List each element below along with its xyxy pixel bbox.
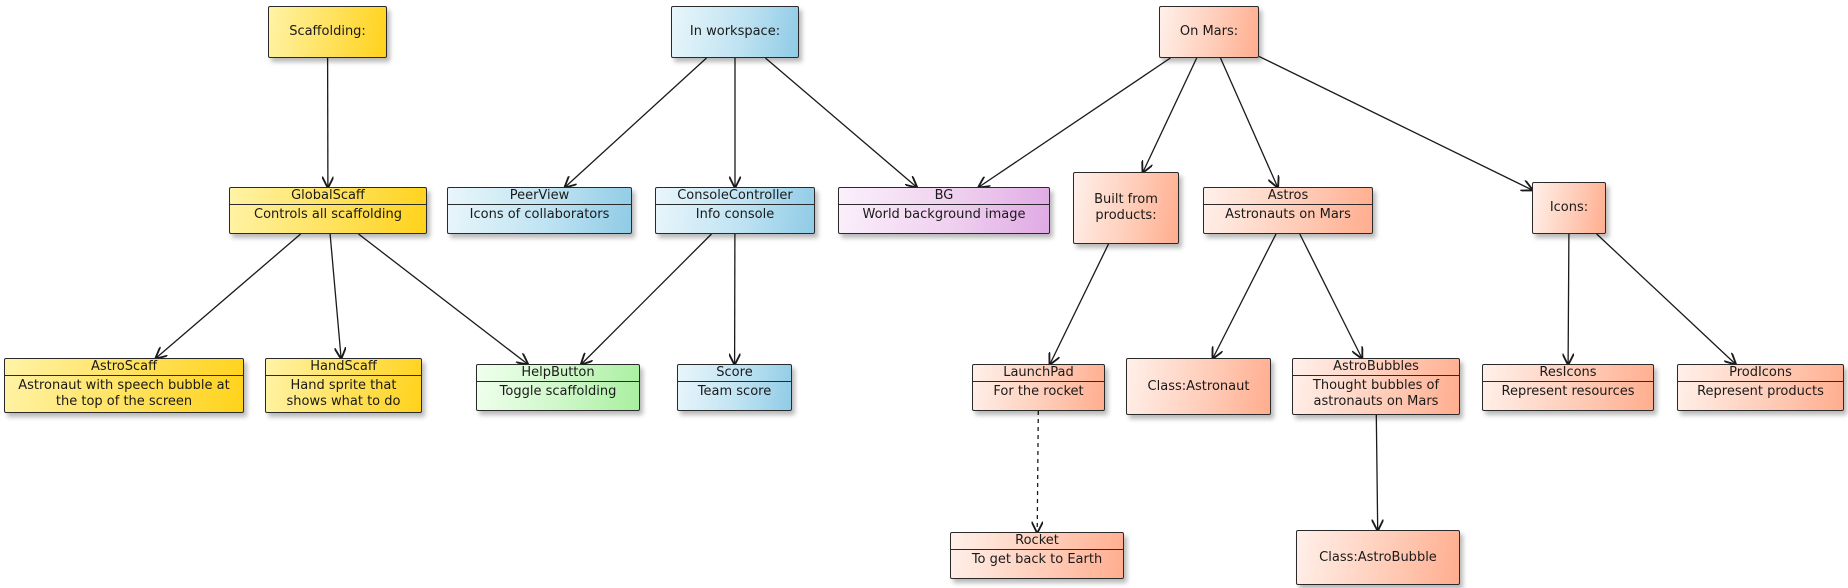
node-builtfrom: Built from products:	[1073, 172, 1179, 244]
edge-workspace-to-peerview	[565, 57, 707, 187]
edge-builtfrom-to-launchpad	[1050, 243, 1110, 364]
node-title: Astros	[1204, 188, 1372, 205]
edge-icons-to-prodicons	[1596, 233, 1736, 364]
node-mars: On Mars:	[1159, 6, 1259, 58]
node-icons: Icons:	[1532, 182, 1606, 234]
node-description: Scaffolding:	[289, 24, 366, 39]
node-description: On Mars:	[1179, 24, 1239, 39]
node-scaffolding: Scaffolding:	[268, 6, 387, 58]
node-description: Controls all scaffolding	[254, 207, 402, 222]
node-title: Score	[678, 365, 791, 382]
node-title: PeerView	[448, 188, 631, 205]
edge-consolecontroller-to-helpbutton	[582, 233, 712, 364]
edge-astrobubbles-to-classastrobubble	[1376, 414, 1377, 530]
node-description: Built from products:	[1094, 192, 1158, 223]
node-bg: BG World background image	[838, 187, 1050, 234]
node-description: Class:Astronaut	[1147, 378, 1250, 394]
node-description: Info console	[695, 207, 775, 222]
edge-globalscaff-to-helpbutton	[358, 233, 528, 364]
node-title: LaunchPad	[973, 365, 1104, 382]
edge-mars-to-builtfrom	[1143, 57, 1198, 172]
node-title: AstroBubbles	[1293, 359, 1459, 376]
node-title: GlobalScaff	[230, 188, 426, 205]
node-description: Team score	[697, 384, 772, 399]
node-title: ResIcons	[1483, 365, 1653, 382]
node-description: Class:AstroBubble	[1319, 549, 1437, 565]
node-description: Toggle scaffolding	[499, 384, 617, 399]
node-title: Rocket	[951, 533, 1123, 550]
node-description: Thought bubbles of astronauts on Mars	[1312, 378, 1440, 409]
edge-icons-to-resicons	[1568, 233, 1569, 364]
node-description: World background image	[862, 207, 1026, 222]
edge-astros-to-astrobubbles	[1299, 233, 1362, 358]
node-description: Represent resources	[1501, 384, 1635, 399]
edge-astros-to-classastronaut	[1213, 233, 1277, 358]
node-title: BG	[839, 188, 1049, 205]
node-description: Icons of collaborators	[469, 207, 610, 222]
node-description: Represent products	[1697, 384, 1824, 399]
edge-workspace-to-bg	[764, 57, 916, 187]
node-title: HandScaff	[266, 359, 421, 376]
node-description: Hand sprite that shows what to do	[286, 378, 401, 409]
edge-globalscaff-to-astroscaff	[156, 233, 302, 358]
edge-launchpad-to-rocket	[1037, 410, 1038, 532]
node-description: For the rocket	[993, 384, 1084, 399]
edge-mars-to-bg	[979, 57, 1171, 187]
node-description: To get back to Earth	[971, 552, 1103, 567]
node-title: AstroScaff	[5, 359, 243, 376]
node-classastronaut: Class:Astronaut	[1126, 358, 1271, 415]
node-workspace: In workspace:	[671, 6, 799, 58]
node-rocket: Rocket To get back to Earth	[950, 532, 1124, 579]
node-description: Astronauts on Mars	[1225, 207, 1351, 222]
node-description: Astronaut with speech bubble at the top …	[18, 378, 230, 409]
node-title: ConsoleController	[656, 188, 814, 205]
node-classastrobubble: Class:AstroBubble	[1296, 530, 1460, 585]
node-description: In workspace:	[689, 24, 781, 39]
edge-mars-to-icons	[1258, 55, 1532, 190]
node-title: ProdIcons	[1678, 365, 1843, 382]
node-description: Icons:	[1549, 200, 1589, 215]
edge-globalscaff-to-handscaff	[329, 233, 341, 358]
node-title: HelpButton	[477, 365, 639, 382]
edge-mars-to-astros	[1219, 57, 1278, 187]
